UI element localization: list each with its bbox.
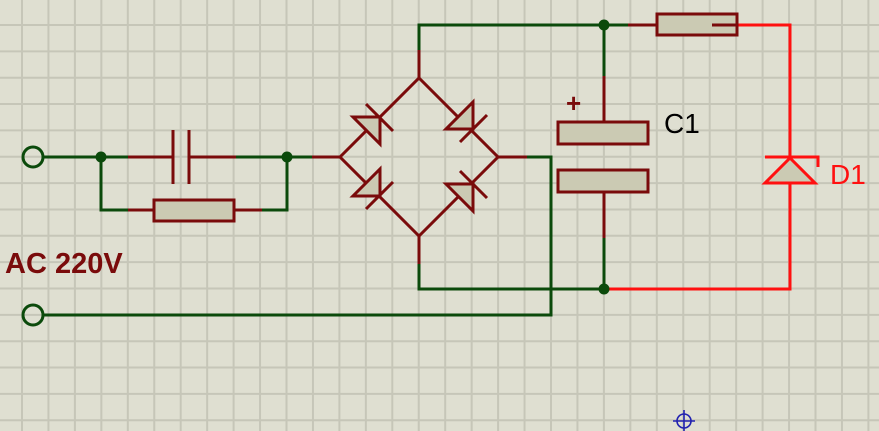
bridge-diode-2: [442, 98, 489, 144]
wire-parallel-left[interactable]: [99, 157, 130, 212]
junctions: [95, 19, 610, 295]
bridge-diode-3: [349, 165, 395, 211]
wire-diode-to-ground[interactable]: [604, 183, 792, 291]
d1-label: D1: [830, 159, 866, 190]
wire-parallel-right[interactable]: [260, 157, 289, 212]
wires: [44, 23, 630, 317]
junction-dot: [95, 151, 107, 163]
resistor-series[interactable]: [628, 12, 739, 37]
junction-dot: [598, 19, 610, 31]
capacitor-series[interactable]: [128, 130, 236, 184]
bridge-rectifier[interactable]: [312, 50, 527, 264]
terminal-2[interactable]: [21, 303, 45, 327]
junction-dot: [281, 151, 293, 163]
resistor-parallel[interactable]: [128, 198, 262, 223]
wire-input-2[interactable]: [44, 155, 553, 317]
wire-top-rail[interactable]: [417, 23, 630, 52]
crosshair-icon: [673, 410, 695, 431]
terminal-1[interactable]: [21, 145, 45, 169]
source-label: AC 220V: [5, 248, 123, 280]
bridge-diode-1: [349, 102, 395, 148]
c1-label: C1: [664, 108, 700, 139]
junction-dot: [598, 283, 610, 295]
capacitor-c1[interactable]: [556, 76, 650, 238]
wire-bottom-rail[interactable]: [417, 262, 604, 291]
wire-resistor-to-diode[interactable]: [710, 23, 792, 157]
zener-d1[interactable]: [761, 155, 820, 185]
bridge-diode-4: [442, 169, 489, 215]
c1-polarity-mark: +: [566, 88, 581, 118]
